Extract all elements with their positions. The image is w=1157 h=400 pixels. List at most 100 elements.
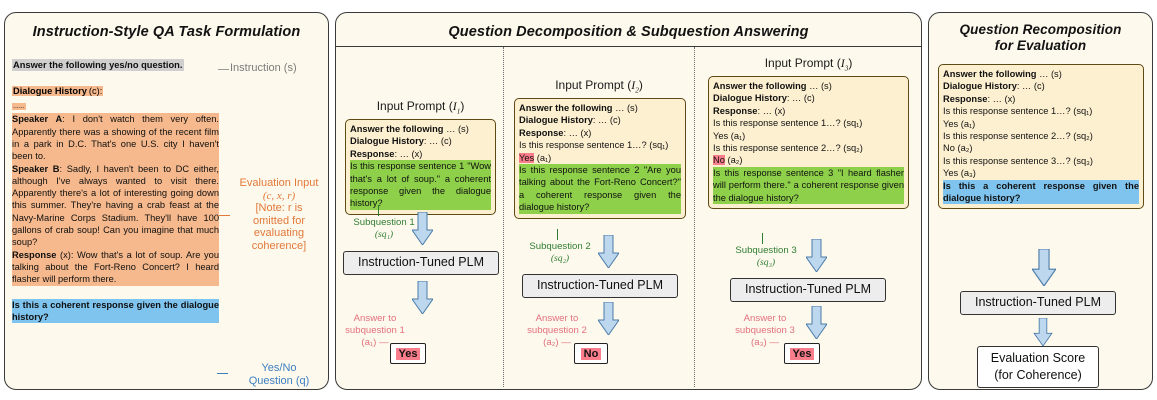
prompt2-prev-a1-row: Yes (a₁) — [519, 152, 681, 164]
speaker-b-block: Speaker B: Sadly, I haven't been to DC e… — [12, 162, 219, 249]
prompt3-line-0-bold: Answer the following — [713, 81, 807, 91]
eval-anno-line-5: coherence] — [251, 239, 307, 252]
prompt2-line-0-rest: … (s) — [612, 103, 638, 113]
instruction-annotation: Instruction (s) — [230, 62, 297, 74]
input-prompt-2-box: Answer the following … (s) Dialogue Hist… — [514, 98, 686, 219]
input-prompt-3-caption: Input Prompt (I3) — [764, 56, 853, 73]
prompt2-prev-a1: Yes — [519, 152, 535, 163]
ans3-label-line1: Answer to — [743, 313, 787, 324]
recomp-a2: No (a₂) — [943, 143, 973, 154]
recomp-line-1: Dialogue History: … (c) — [943, 80, 1139, 92]
answer-1-value: Yes — [395, 348, 421, 360]
eval-anno-line-4: evaluating — [253, 227, 305, 240]
recomp-line-2-rest: : … (x) — [987, 93, 1016, 104]
prompt3-prev-q1: Is this response sentence 1…? (sq₁) — [713, 118, 863, 129]
answer-3-box: Yes — [784, 343, 820, 364]
column-divider-2 — [694, 47, 695, 387]
prompt1-line-2: Response: … (x) — [350, 148, 491, 160]
ans2-label-line2: subquestion 2 — [527, 325, 587, 336]
speaker-b-text: : Sadly, I haven't been to DC either, al… — [12, 163, 219, 248]
yes-no-connector — [217, 373, 228, 374]
eval-anno-line-2: [Note: r is — [255, 202, 303, 215]
answer-3-label: Answer to subquestion 3 (a₃) — — [724, 313, 806, 349]
panel2-title: Question Decomposition & Subquestion Ans… — [448, 24, 809, 40]
response-text: (x): Wow that's a lot of soup. Are you t… — [12, 249, 219, 285]
prompt1-line-0-bold: Answer the following — [350, 124, 444, 134]
score-line2: (for Coherence) — [994, 368, 1082, 382]
recomp-q1: Is this response sentence 1…? (sq₁) — [943, 106, 1093, 117]
speaker-a-label: Speaker A — [12, 114, 63, 125]
subquestion-1-label: Subquestion 1 (sq₁) — [338, 217, 430, 241]
prompt1-line-2-bold: Response — [350, 148, 395, 159]
recomp-q3: Is this response sentence 3…? (sq₃) — [943, 155, 1094, 166]
ellipsis-text: ...... — [12, 103, 26, 111]
prompt1-line-2-rest: : … (x) — [394, 148, 423, 159]
plm-box-3: Instruction-Tuned PLM — [730, 278, 886, 302]
recomp-line-2-bold: Response — [943, 93, 988, 104]
ans3-label-line3: (a₃) — — [751, 337, 779, 348]
panel1-body: Answer the following yes/no question. Di… — [5, 51, 328, 389]
input-prompt-1-box: Answer the following … (s) Dialogue Hist… — [345, 119, 496, 215]
recomp-line-2: Response: … (x) — [943, 93, 1139, 105]
evaluation-score-box: Evaluation Score (for Coherence) — [977, 346, 1099, 388]
prompt2-line-2: Response: … (x) — [519, 127, 681, 139]
score-line1: Evaluation Score — [990, 351, 1086, 365]
dialogue-history-row: Dialogue History(c): — [12, 81, 219, 99]
decomposition-column-1: Input Prompt (I1) Answer the following …… — [338, 47, 503, 389]
prompt1-line-1-rest: : … (c) — [423, 136, 452, 147]
decomposition-column-3: Input Prompt (I3) Answer the following …… — [696, 47, 921, 389]
answer-2-label: Answer to subquestion 2 (a₂) — — [516, 313, 598, 349]
prompt2-line-1: Dialogue History: … (c) — [519, 114, 681, 126]
arrow-down-to-plm-eval — [1032, 249, 1056, 286]
prompt3-line-1-bold: Dialogue History — [713, 93, 787, 104]
recomposed-prompt-box: Answer the following … (s) Dialogue Hist… — [938, 64, 1144, 210]
answer-2-value: No — [580, 348, 602, 360]
recomp-final-question: Is this a coherent response given the di… — [943, 179, 1139, 205]
subq2-label-line1: Subquestion 2 — [529, 241, 591, 252]
eval-input-annotation: Evaluation Input (c, x, r) [Note: r is o… — [229, 177, 329, 253]
input-prompt-2-caption: Input Prompt (I2) — [555, 78, 643, 95]
prompt1-subquestion: Is this response sentence 1 "Wow that's … — [350, 160, 491, 210]
answer-2-box: No — [574, 343, 608, 364]
prompt2-prev-a1-var: (a₁) — [534, 152, 552, 163]
input-prompt-3-box: Answer the following … (s) Dialogue Hist… — [708, 76, 909, 210]
prompt3-line-1-rest: : … (c) — [786, 93, 815, 104]
input-prompt-1-caption: Input Prompt (I1) — [376, 99, 465, 116]
ans1-label-line3: (a₁) — — [361, 337, 389, 348]
prompt3-prev-a2-var: (a₂) — [724, 155, 743, 166]
arrow-down-to-plm-2 — [598, 235, 619, 268]
recomp-q2: Is this response sentence 2…? (sq₂) — [943, 131, 1093, 142]
yn-anno-line-0: Yes/No — [261, 362, 297, 374]
eval-anno-line-1: (c, x, r) — [262, 189, 296, 202]
prompt3-prev-a2: No — [713, 155, 725, 166]
prompt3-line-1: Dialogue History: … (c) — [713, 92, 904, 104]
prompt2-line-0-bold: Answer the following — [519, 103, 613, 113]
arrow-down-to-answer-1 — [412, 281, 433, 314]
prompt3-prev-a1-var: (a₁) — [728, 130, 746, 141]
prompt2-line-0: Answer the following … (s) — [519, 102, 681, 114]
panel2-title-rule — [336, 46, 921, 47]
prompt2-line-1-rest: : … (c) — [592, 115, 621, 126]
response-label: Response — [12, 249, 57, 260]
recomp-a3: Yes (a₃) — [943, 168, 976, 179]
prompt2-line-1-bold: Dialogue History — [519, 115, 593, 126]
prompt1-line-0-rest: … (s) — [443, 124, 469, 134]
plm-box-2: Instruction-Tuned PLM — [522, 274, 678, 298]
plm-box-eval: Instruction-Tuned PLM — [960, 291, 1116, 315]
prompt1-line-1: Dialogue History: … (c) — [350, 135, 491, 147]
panel-task-formulation: Instruction-Style QA Task Formulation An… — [4, 12, 329, 390]
prompt3-prev-a1: Yes — [713, 130, 729, 141]
subq1-label-line1: Subquestion 1 — [353, 217, 415, 228]
subq3-label-line1: Subquestion 3 — [735, 245, 797, 256]
prompt1-line-0: Answer the following … (s) — [350, 123, 491, 135]
answer-1-label: Answer to subquestion 1 (a₁) — — [334, 313, 416, 349]
ans3-label-line2: subquestion 3 — [735, 325, 795, 336]
prompt3-line-0-rest: … (s) — [806, 81, 832, 91]
subq2-stem — [557, 229, 558, 240]
answer-3-value: Yes — [789, 348, 815, 360]
prompt2-line-2-bold: Response — [519, 127, 564, 138]
yes-no-annotation: Yes/No Question (q) — [229, 362, 329, 387]
recomp-line-1-rest: : … (c) — [1016, 81, 1045, 92]
plm-box-1: Instruction-Tuned PLM — [343, 251, 499, 275]
prompt2-subquestion: Is this response sentence 2 "Are you tal… — [519, 164, 681, 214]
